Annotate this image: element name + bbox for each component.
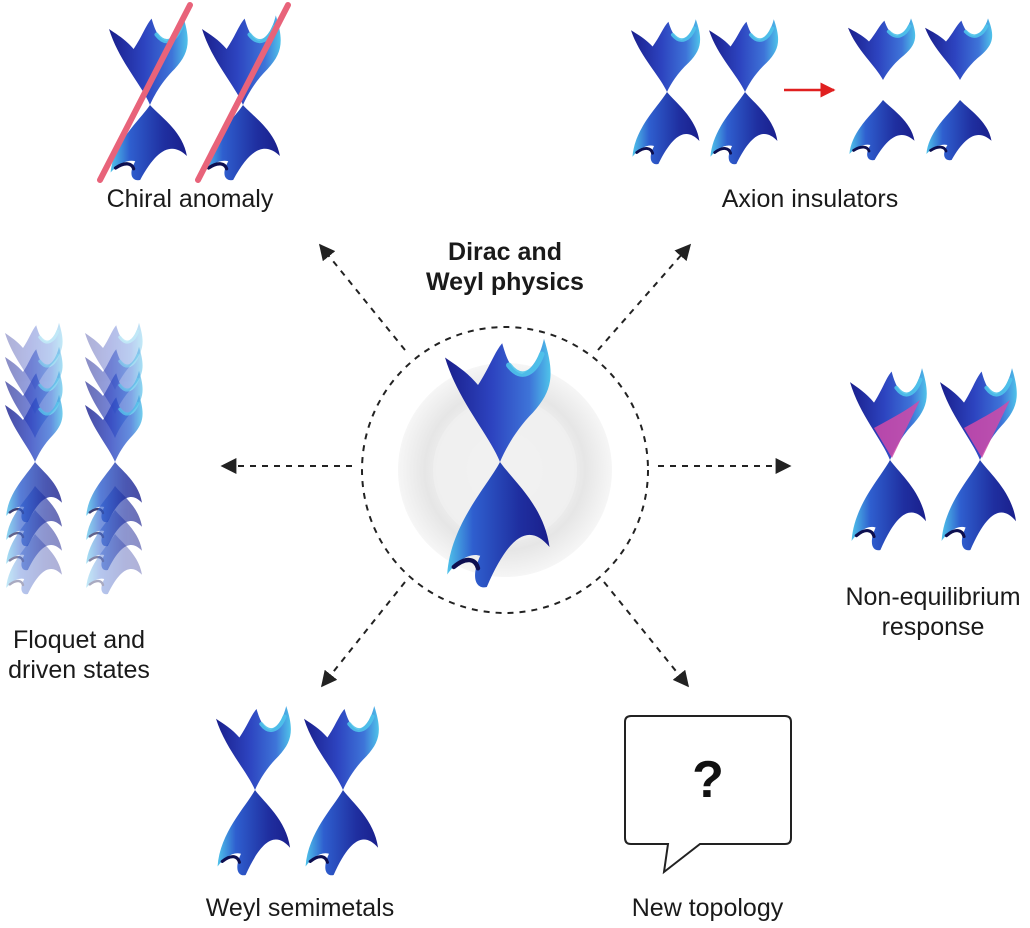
weyl-cone-left-lower-cone-inner	[220, 855, 241, 864]
noneq-cone-left-lower-cone-inner	[854, 529, 876, 539]
floquet-replica-lower-1-3	[86, 534, 142, 595]
noneq-cone-right-upper-cone-rim	[984, 377, 1013, 397]
noneq-cone-right-lower-cone	[941, 460, 1016, 551]
non-equilibrium-cones	[850, 368, 1017, 551]
chiral-cone-right-lower-cone-inner	[206, 162, 229, 171]
chiral-cone-left-lower-cone	[110, 105, 187, 181]
weyl-cone-left-upper-cone-rim	[259, 714, 287, 732]
floquet-up-0-2-rim	[38, 353, 60, 368]
center-title-line-1: Dirac and	[448, 238, 562, 266]
floquet-up-0-1-rim	[38, 377, 60, 392]
axion-gapped-3-lower	[849, 100, 915, 161]
label-chiral-anomaly-text: Chiral anomaly	[106, 185, 274, 213]
laser-line-left	[97, 2, 193, 183]
noneq-excitation-left	[874, 400, 920, 458]
label-chiral-anomaly: Chiral anomaly	[80, 184, 300, 214]
center-title-line-2: Weyl physics	[426, 268, 584, 296]
floquet-up-1-0-rim	[118, 401, 140, 416]
floquet-replica-upper-1-0	[85, 394, 143, 462]
center-dirac-cone	[445, 338, 551, 588]
axion-insulator-cones	[631, 18, 993, 165]
label-new-topology-text: New topology	[631, 894, 784, 922]
bubble-question-mark: ?	[692, 751, 724, 809]
label-floquet: Floquet and driven states	[0, 625, 158, 685]
center-cone-lower-cone	[447, 462, 550, 588]
axion-cone-1-lower-cone	[632, 92, 700, 165]
axion-cone-1-upper-cone-rim	[670, 26, 697, 42]
chiral-cone-left-lower-cone-inner	[113, 162, 136, 171]
weyl-cone-left-lower-cone	[217, 790, 291, 876]
floquet-up-1-1-rim	[118, 377, 140, 392]
label-non-equilibrium-line-1: Non-equilibrium	[845, 583, 1021, 611]
noneq-cone-right-lower-cone-inner	[944, 529, 966, 539]
floquet-up-0-0-rim	[38, 401, 60, 416]
weyl-cone-left-upper-cone	[216, 706, 291, 790]
arrow-to-chiral	[318, 243, 406, 351]
axion-gapped-3-upper	[848, 18, 916, 80]
connector-arrows	[220, 243, 792, 688]
floquet-up-0-3-rim	[38, 329, 60, 344]
axion-cone-2-lower-cone	[710, 92, 778, 165]
label-weyl-semimetals: Weyl semimetals	[180, 893, 420, 923]
speech-bubble	[624, 715, 792, 875]
weyl-semimetal-cones	[216, 706, 379, 876]
center-dashed-ring	[361, 326, 649, 614]
label-floquet-line-2: driven states	[8, 656, 150, 684]
floquet-up-1-2-rim	[118, 353, 140, 368]
axion-cone-2-upper-cone	[709, 19, 779, 93]
arrow-to-weyl	[321, 581, 406, 688]
floquet-lo-0-3-inner	[8, 579, 25, 587]
axion-cone-1-lower-cone-inner	[635, 147, 655, 155]
noneq-cone-left-lower-cone	[851, 460, 926, 551]
axion-cone-1-upper-cone	[631, 19, 701, 93]
chiral-cone-right-lower-cone	[203, 105, 280, 181]
axion-gapped-4-upper	[925, 18, 993, 80]
center-cone-upper-cone	[445, 338, 551, 462]
center-cone-upper-cone-rim	[506, 351, 545, 377]
label-weyl-semimetals-text: Weyl semimetals	[205, 894, 395, 922]
floquet-up-1-0	[85, 394, 143, 462]
center-title: Dirac and Weyl physics	[380, 237, 630, 297]
weyl-cone-right-upper-cone-rim	[347, 714, 375, 732]
noneq-cone-right-upper-cone	[940, 368, 1017, 460]
floquet-up-1-3-rim	[118, 329, 140, 344]
cone-illustrations	[5, 2, 1017, 876]
floquet-cones	[5, 322, 143, 595]
floquet-lo-0-3	[6, 534, 62, 595]
noneq-cone-left-upper-cone	[850, 368, 927, 460]
label-axion-insulators: Axion insulators	[700, 184, 920, 214]
floquet-lo-1-3	[86, 534, 142, 595]
label-floquet-line-1: Floquet and	[12, 626, 146, 654]
label-non-equilibrium-line-2: response	[881, 613, 985, 641]
label-axion-insulators-text: Axion insulators	[721, 185, 899, 213]
arrow-to-topology	[603, 581, 690, 688]
axion-gapped-4-lower-inner	[929, 145, 948, 153]
axion-gapped-4-lower	[926, 100, 992, 161]
chiral-cone-right-upper-cone	[202, 15, 281, 105]
center-cone-lower-cone-inner	[451, 557, 481, 571]
floquet-replica-lower-0-3	[6, 534, 62, 595]
axion-gapped-4-upper-rim	[963, 24, 989, 38]
chiral-anomaly-cones	[97, 2, 291, 183]
floquet-lo-1-3-inner	[88, 579, 105, 587]
noneq-cone-left-upper-cone-rim	[894, 377, 923, 397]
noneq-excitation-right	[964, 400, 1010, 458]
chiral-cone-left-upper-cone	[109, 15, 188, 105]
label-new-topology: New topology	[600, 893, 815, 923]
floquet-up-0-0	[5, 394, 63, 462]
axion-gapped-3-upper-rim	[886, 24, 912, 38]
axion-cone-2-lower-cone-inner	[713, 147, 733, 155]
label-non-equilibrium: Non-equilibrium response	[836, 582, 1030, 642]
weyl-cone-right-upper-cone	[304, 706, 379, 790]
weyl-cone-right-lower-cone-inner	[308, 855, 329, 864]
floquet-replica-upper-0-0	[5, 394, 63, 462]
weyl-cone-right-lower-cone	[305, 790, 379, 876]
axion-cone-2-upper-cone-rim	[748, 26, 775, 42]
axion-gapped-3-lower-inner	[852, 145, 871, 153]
laser-line-right	[195, 2, 291, 183]
